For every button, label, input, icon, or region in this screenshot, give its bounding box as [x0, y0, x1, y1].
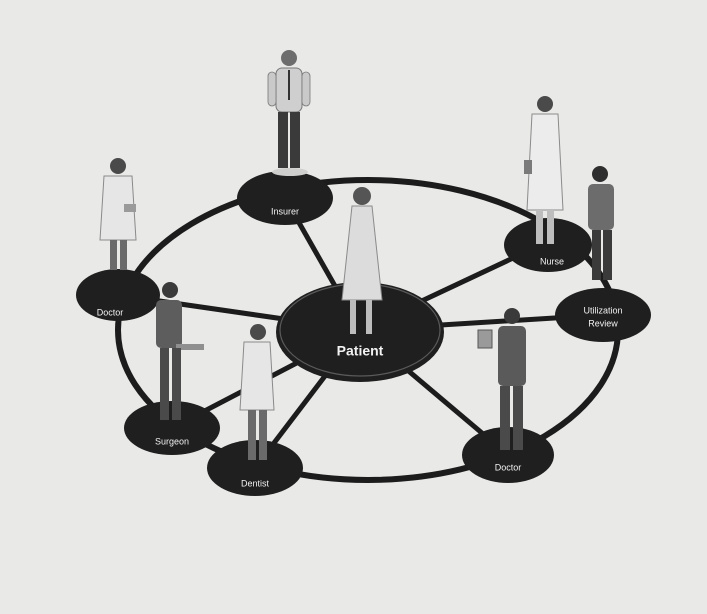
node-dentist-label: Dentist: [241, 478, 270, 488]
node-doctor-left: Doctor: [76, 269, 160, 321]
node-doctor-right-label: Doctor: [495, 462, 522, 472]
node-surgeon-shape: [124, 401, 220, 455]
center-node-shape: [276, 282, 444, 382]
node-dentist: Dentist: [207, 440, 303, 496]
node-doctor-left-shape: [76, 269, 160, 321]
node-insurer-label: Insurer: [271, 206, 299, 216]
node-utilization-review-label-line1: Utilization: [583, 305, 622, 315]
doctor-clipboard-figure-icon: [477, 308, 526, 450]
person-figure-icon: [267, 50, 311, 176]
node-doctor-right: Doctor: [462, 427, 554, 483]
node-dentist-shape: [207, 440, 303, 496]
node-doctor-left-label: Doctor: [97, 307, 124, 317]
center-node-patient: Patient: [276, 282, 444, 382]
node-utilization-review: Utilization Review: [555, 288, 651, 342]
node-utilization-review-shape: [555, 288, 651, 342]
node-nurse-shape: [504, 218, 592, 272]
patient-figure-icon: [341, 187, 383, 334]
node-nurse-label: Nurse: [540, 256, 564, 266]
doctor-coat-figure-icon: [99, 158, 137, 270]
node-utilization-review-label-line2: Review: [588, 318, 618, 328]
center-label: Patient: [337, 343, 384, 359]
node-insurer-shape: [237, 171, 333, 225]
node-surgeon: Surgeon: [124, 401, 220, 455]
nurse-figure-icon: [524, 96, 564, 244]
node-nurse: Nurse: [504, 218, 592, 272]
reviewer-figure-icon: [588, 166, 614, 280]
node-doctor-right-shape: [462, 427, 554, 483]
node-insurer: Insurer: [237, 171, 333, 225]
dentist-figure-icon: [239, 324, 275, 460]
surgeon-figure-icon: [156, 282, 204, 420]
node-surgeon-label: Surgeon: [155, 436, 189, 446]
